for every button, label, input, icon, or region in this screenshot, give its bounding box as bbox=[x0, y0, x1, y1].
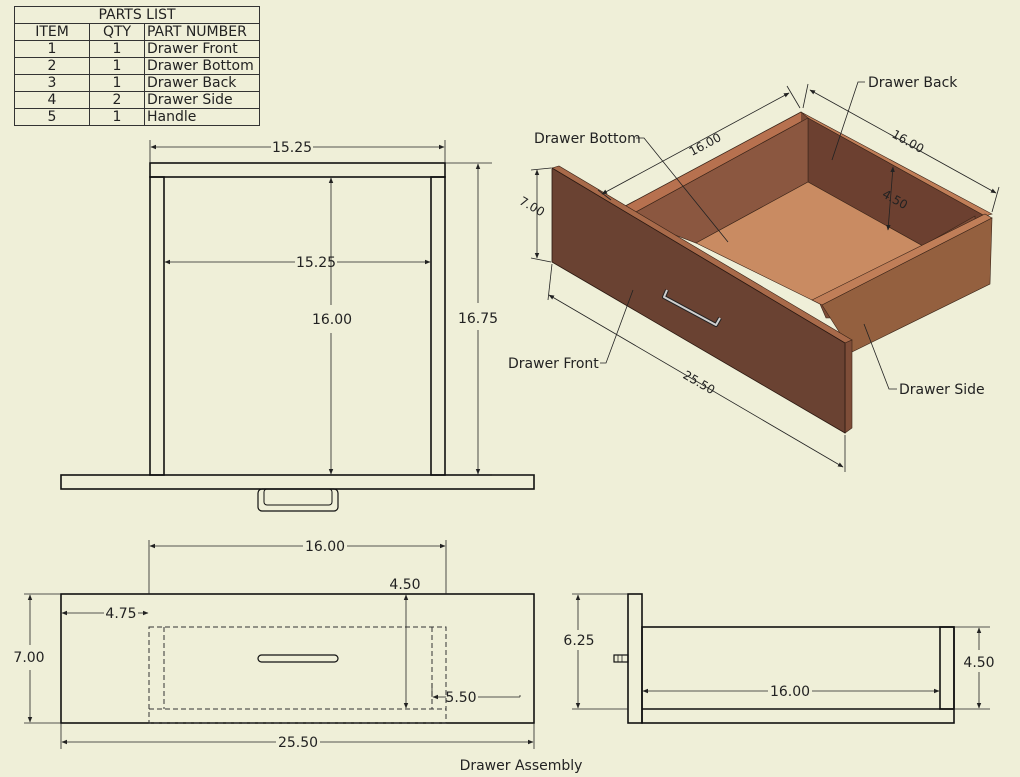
side-view: 6.25 4.50 16.00 bbox=[563, 593, 995, 724]
side-view-handle bbox=[613, 654, 629, 663]
side-view-front-panel bbox=[627, 593, 643, 724]
iso-view: 16.00 16.00 4.50 7.00 25.50 Drawer Back … bbox=[508, 75, 1000, 472]
dim-iso-top-left: 16.00 bbox=[687, 130, 724, 158]
header-part-number: PART NUMBER bbox=[144, 23, 260, 41]
table-row: 5 1 Handle bbox=[14, 108, 260, 126]
dim-iso-front-width: 25.50 bbox=[681, 368, 718, 397]
dim-top-overall-depth: 16.75 bbox=[458, 311, 498, 327]
table-row: 1 1 Drawer Front bbox=[14, 40, 260, 58]
dim-top-overall-width: 15.25 bbox=[272, 140, 312, 156]
dim-iso-front-height: 7.00 bbox=[517, 194, 547, 219]
parts-list-table: PARTS LIST ITEM QTY PART NUMBER 1 1 Draw… bbox=[14, 6, 260, 126]
row-part: Drawer Back bbox=[144, 74, 260, 92]
top-view-handle bbox=[257, 488, 339, 512]
dim-iso-top-right: 16.00 bbox=[890, 127, 927, 156]
dim-top-inner-width: 15.25 bbox=[296, 255, 336, 271]
top-view-back-panel bbox=[149, 162, 446, 178]
dim-front-side-offset: 4.75 bbox=[105, 606, 136, 622]
top-view-left-side bbox=[149, 176, 165, 476]
row-part: Drawer Front bbox=[144, 40, 260, 58]
row-part: Drawer Bottom bbox=[144, 57, 260, 75]
dim-side-back-height: 4.50 bbox=[963, 655, 994, 671]
top-view: 15.25 15.25 16.00 16.75 bbox=[60, 140, 535, 512]
dim-side-front-height: 6.25 bbox=[563, 633, 594, 649]
table-row: 4 2 Drawer Side bbox=[14, 91, 260, 109]
row-item: 5 bbox=[14, 108, 90, 126]
top-view-front-panel bbox=[60, 474, 535, 490]
front-view-panel bbox=[60, 593, 535, 724]
dim-top-inner-depth: 16.00 bbox=[312, 312, 352, 328]
top-view-right-side bbox=[430, 176, 446, 476]
dim-front-width: 25.50 bbox=[278, 735, 318, 751]
label-drawer-back: Drawer Back bbox=[868, 75, 958, 91]
drawing-caption: Drawer Assembly bbox=[460, 758, 583, 774]
parts-list-header-row: ITEM QTY PART NUMBER bbox=[14, 23, 260, 41]
dim-front-box-width: 16.00 bbox=[305, 539, 345, 555]
dim-front-height: 7.00 bbox=[13, 650, 44, 666]
dim-side-length: 16.00 bbox=[770, 684, 810, 700]
label-drawer-side: Drawer Side bbox=[899, 382, 985, 398]
row-part: Handle bbox=[144, 108, 260, 126]
label-drawer-bottom: Drawer Bottom bbox=[534, 131, 641, 147]
label-drawer-front: Drawer Front bbox=[508, 356, 599, 372]
front-view: 16.00 4.75 4.50 7.00 5.50 25.50 bbox=[13, 539, 535, 751]
table-row: 3 1 Drawer Back bbox=[14, 74, 260, 92]
dim-front-handle-gap: 5.50 bbox=[445, 690, 476, 706]
table-row: 2 1 Drawer Bottom bbox=[14, 57, 260, 75]
dim-front-inner-height: 4.50 bbox=[389, 577, 420, 593]
side-view-back-panel bbox=[939, 626, 955, 710]
front-view-handle bbox=[257, 654, 339, 663]
row-qty: 1 bbox=[89, 108, 145, 126]
